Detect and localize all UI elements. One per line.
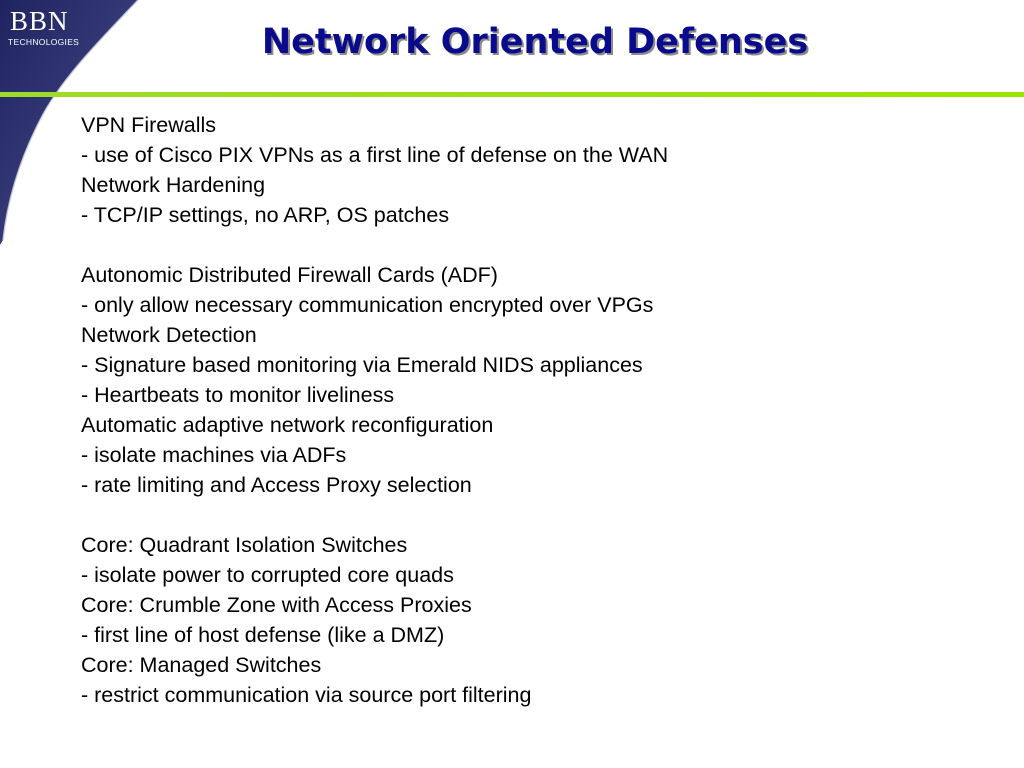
- blank-line: [81, 500, 981, 530]
- body-line: - TCP/IP settings, no ARP, OS patches: [81, 203, 450, 227]
- body-line: Network Detection: [81, 323, 257, 347]
- body-line: - isolate power to corrupted core quads: [81, 563, 454, 587]
- body-line: - Heartbeats to monitor liveliness: [81, 383, 395, 407]
- body-line: Automatic adaptive network reconfigurati…: [81, 413, 494, 437]
- title-divider: [0, 92, 1024, 97]
- body-line: - rate limiting and Access Proxy selecti…: [81, 473, 472, 497]
- body-line: - isolate machines via ADFs: [81, 443, 347, 467]
- body-line: - first line of host defense (like a DMZ…: [81, 623, 445, 647]
- body-line: Autonomic Distributed Firewall Cards (AD…: [81, 263, 498, 287]
- body-line: - restrict communication via source port…: [81, 683, 532, 707]
- body-line: Core: Quadrant Isolation Switches: [81, 533, 408, 557]
- company-logo: BBN TECHNOLOGIES: [4, 6, 96, 48]
- slide-title: Network Oriented Defenses: [261, 22, 809, 62]
- body-line: - Signature based monitoring via Emerald…: [81, 353, 643, 377]
- body-line: Network Hardening: [81, 173, 266, 197]
- logo-subtitle: TECHNOLOGIES: [8, 37, 80, 47]
- body-line: - only allow necessary communication enc…: [81, 293, 654, 317]
- body-line: - use of Cisco PIX VPNs as a first line …: [81, 143, 669, 167]
- blank-line: [81, 230, 981, 260]
- body-line: Core: Crumble Zone with Access Proxies: [81, 593, 472, 617]
- body-line: Core: Managed Switches: [81, 653, 322, 677]
- corner-swoosh-graphic: [0, 0, 139, 245]
- slide-body: VPN Firewalls - use of Cisco PIX VPNs as …: [81, 110, 981, 710]
- body-line: VPN Firewalls: [81, 113, 216, 137]
- logo-mark: BBN: [10, 6, 69, 36]
